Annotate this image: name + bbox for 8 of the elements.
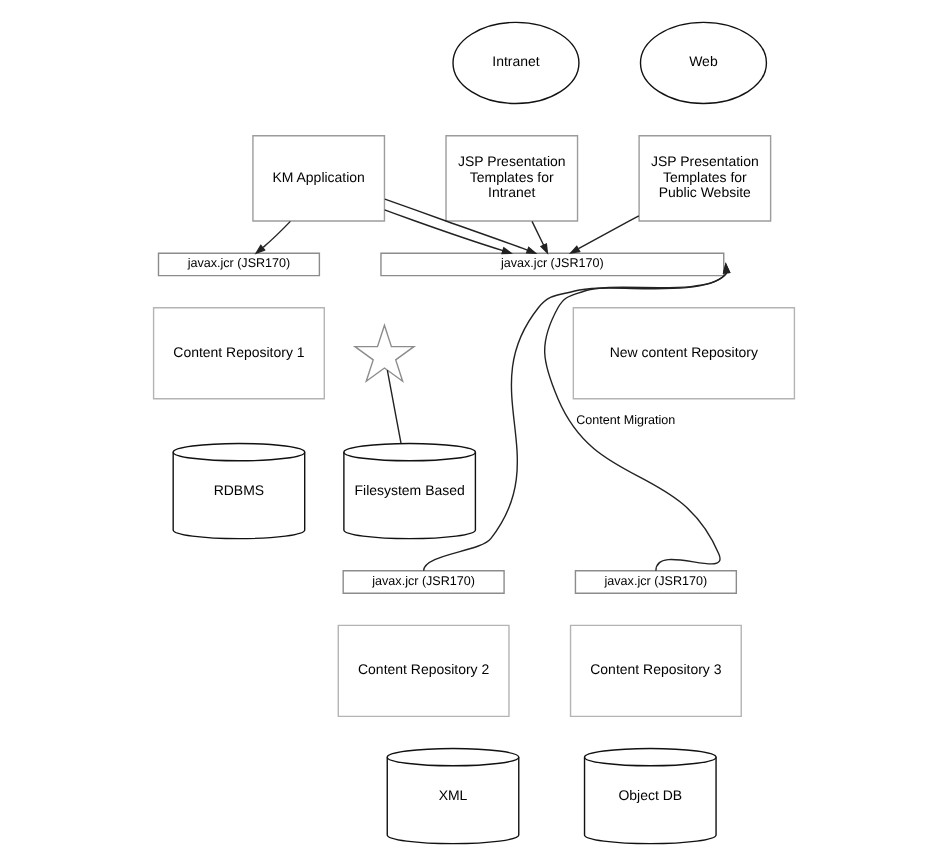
arrow <box>544 262 731 572</box>
arrow <box>383 209 513 255</box>
arrow <box>384 198 538 254</box>
arrow <box>254 220 292 255</box>
arrow <box>422 262 731 572</box>
arrow <box>531 220 549 255</box>
arrow <box>568 215 640 254</box>
node-star <box>352 323 417 384</box>
